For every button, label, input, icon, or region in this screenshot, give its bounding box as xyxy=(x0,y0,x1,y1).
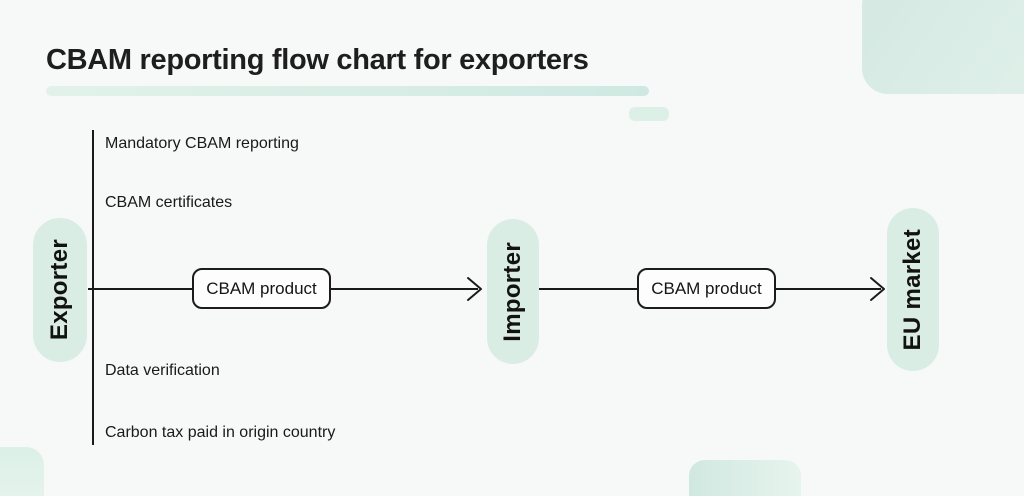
corner-decoration-top-right xyxy=(862,0,1024,94)
annotation-data-verification: Data verification xyxy=(105,362,220,379)
annotation-cbam-certificates: CBAM certificates xyxy=(105,194,233,211)
corner-decoration-bottom-left xyxy=(0,447,44,496)
annotation-carbon-tax: Carbon tax paid in origin country xyxy=(105,424,336,441)
edge-box-cbam-product-1: CBAM product xyxy=(192,268,331,309)
arrowhead-right-icon xyxy=(467,277,482,301)
node-pill-eu-market: EU market xyxy=(887,208,939,371)
node-label-exporter: Exporter xyxy=(46,239,73,341)
node-pill-importer: Importer xyxy=(487,219,539,364)
node-label-eu-market: EU market xyxy=(899,228,926,351)
small-accent-decoration xyxy=(629,107,669,121)
bottom-decoration-bar xyxy=(689,460,801,496)
edge-box-cbam-product-2: CBAM product xyxy=(637,268,776,309)
node-pill-exporter: Exporter xyxy=(33,218,87,362)
title-underline-decoration xyxy=(46,86,649,96)
page-title: CBAM reporting flow chart for exporters xyxy=(46,44,589,76)
annotation-mandatory-cbam-reporting: Mandatory CBAM reporting xyxy=(105,135,299,152)
node-label-importer: Importer xyxy=(499,241,526,342)
arrowhead-right-icon xyxy=(870,277,885,301)
